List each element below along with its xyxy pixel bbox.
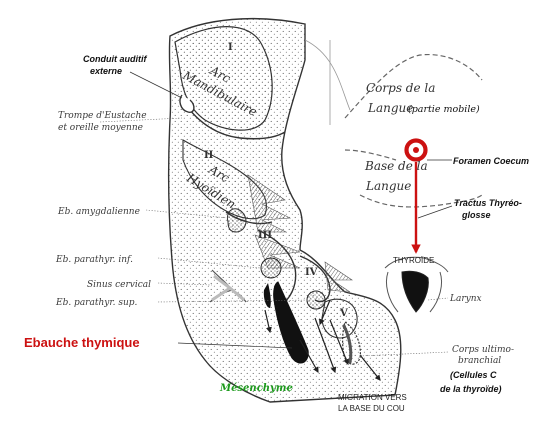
corps-langue-label-2: Langue (367, 101, 413, 115)
partie-mobile-label: (partie mobile) (408, 104, 480, 115)
arch-5-number: V (339, 308, 348, 319)
cellules-c-label-1: (Cellules C (450, 370, 497, 380)
ebauche-thymique-label: Ebauche thymique (24, 335, 140, 350)
inferior-parathyroid-bud (260, 257, 282, 279)
arch-4-hatch (324, 261, 353, 293)
ear-canal-hook (179, 94, 195, 113)
eb-parathyr-sup-label: Eb. parathyr. sup. (55, 298, 138, 308)
arch-2-number: II (204, 150, 214, 161)
cellules-c-label-2: de la thyroïde) (440, 384, 502, 394)
foramen-coecum-core (413, 147, 419, 153)
tonsil-bud (226, 208, 247, 233)
larynx-curve (384, 256, 449, 273)
ultimobranchial-beads (342, 324, 353, 364)
tractus-label-2: glosse (461, 210, 491, 220)
base-langue-label-1: Base de la (364, 159, 428, 173)
migration-label-1: MIGRATION VERS (338, 393, 407, 402)
mesenchyme-label: Mésenchyme (219, 383, 293, 394)
thymus-primordium (273, 281, 309, 364)
conduit-auditif-label-1: Conduit auditif (83, 54, 147, 64)
eb-amygdalienne-label: Eb. amygdalienne (57, 207, 140, 217)
tongue-lower-outline (359, 194, 483, 208)
tractus-label-1: Tractus Thyréo- (454, 198, 522, 208)
arch-4-number: IV (305, 267, 318, 278)
corps-ultimo-label-2: branchial (458, 356, 501, 366)
arch-1-number: I (228, 42, 233, 53)
thyroide-label: THYROÏDE (393, 256, 434, 265)
leader-lines (99, 71, 453, 357)
tongue-body-outline (344, 53, 483, 119)
larynx-label: Larynx (449, 294, 482, 304)
tongue-wall-curve (304, 39, 351, 111)
ultimobranchial-body (342, 321, 361, 365)
migration-label-2: LA BASE DU COU (338, 404, 405, 413)
corps-langue-label-1: Corps de la (366, 81, 435, 95)
migration-arrows (264, 299, 381, 381)
corps-ultimo-label-1: Corps ultimo- (452, 345, 514, 355)
eb-parathyr-inf-label: Eb. parathyr. inf. (55, 255, 133, 265)
trompe-label-1: Trompe d'Eustache (58, 111, 147, 121)
tongue-base-outline (344, 149, 397, 161)
foramen-coecum-label: Foramen Coecum (453, 156, 529, 166)
base-langue-label-2: Langue (365, 179, 411, 193)
arch-3 (257, 229, 297, 306)
first-pharyngeal-cleft (182, 99, 286, 140)
arch-3-number: III (258, 230, 272, 241)
cervical-sinus-fill (211, 274, 245, 302)
sinus-cervical-label: Sinus cervical (87, 280, 151, 290)
thyroid-gland (401, 270, 429, 313)
thymus-droplet (263, 283, 271, 308)
arch-5 (321, 298, 358, 339)
conduit-auditif-label-2: externe (90, 66, 122, 76)
trompe-label-2: et oreille moyenne (58, 123, 143, 133)
thyroid-outline-left (385, 271, 443, 313)
